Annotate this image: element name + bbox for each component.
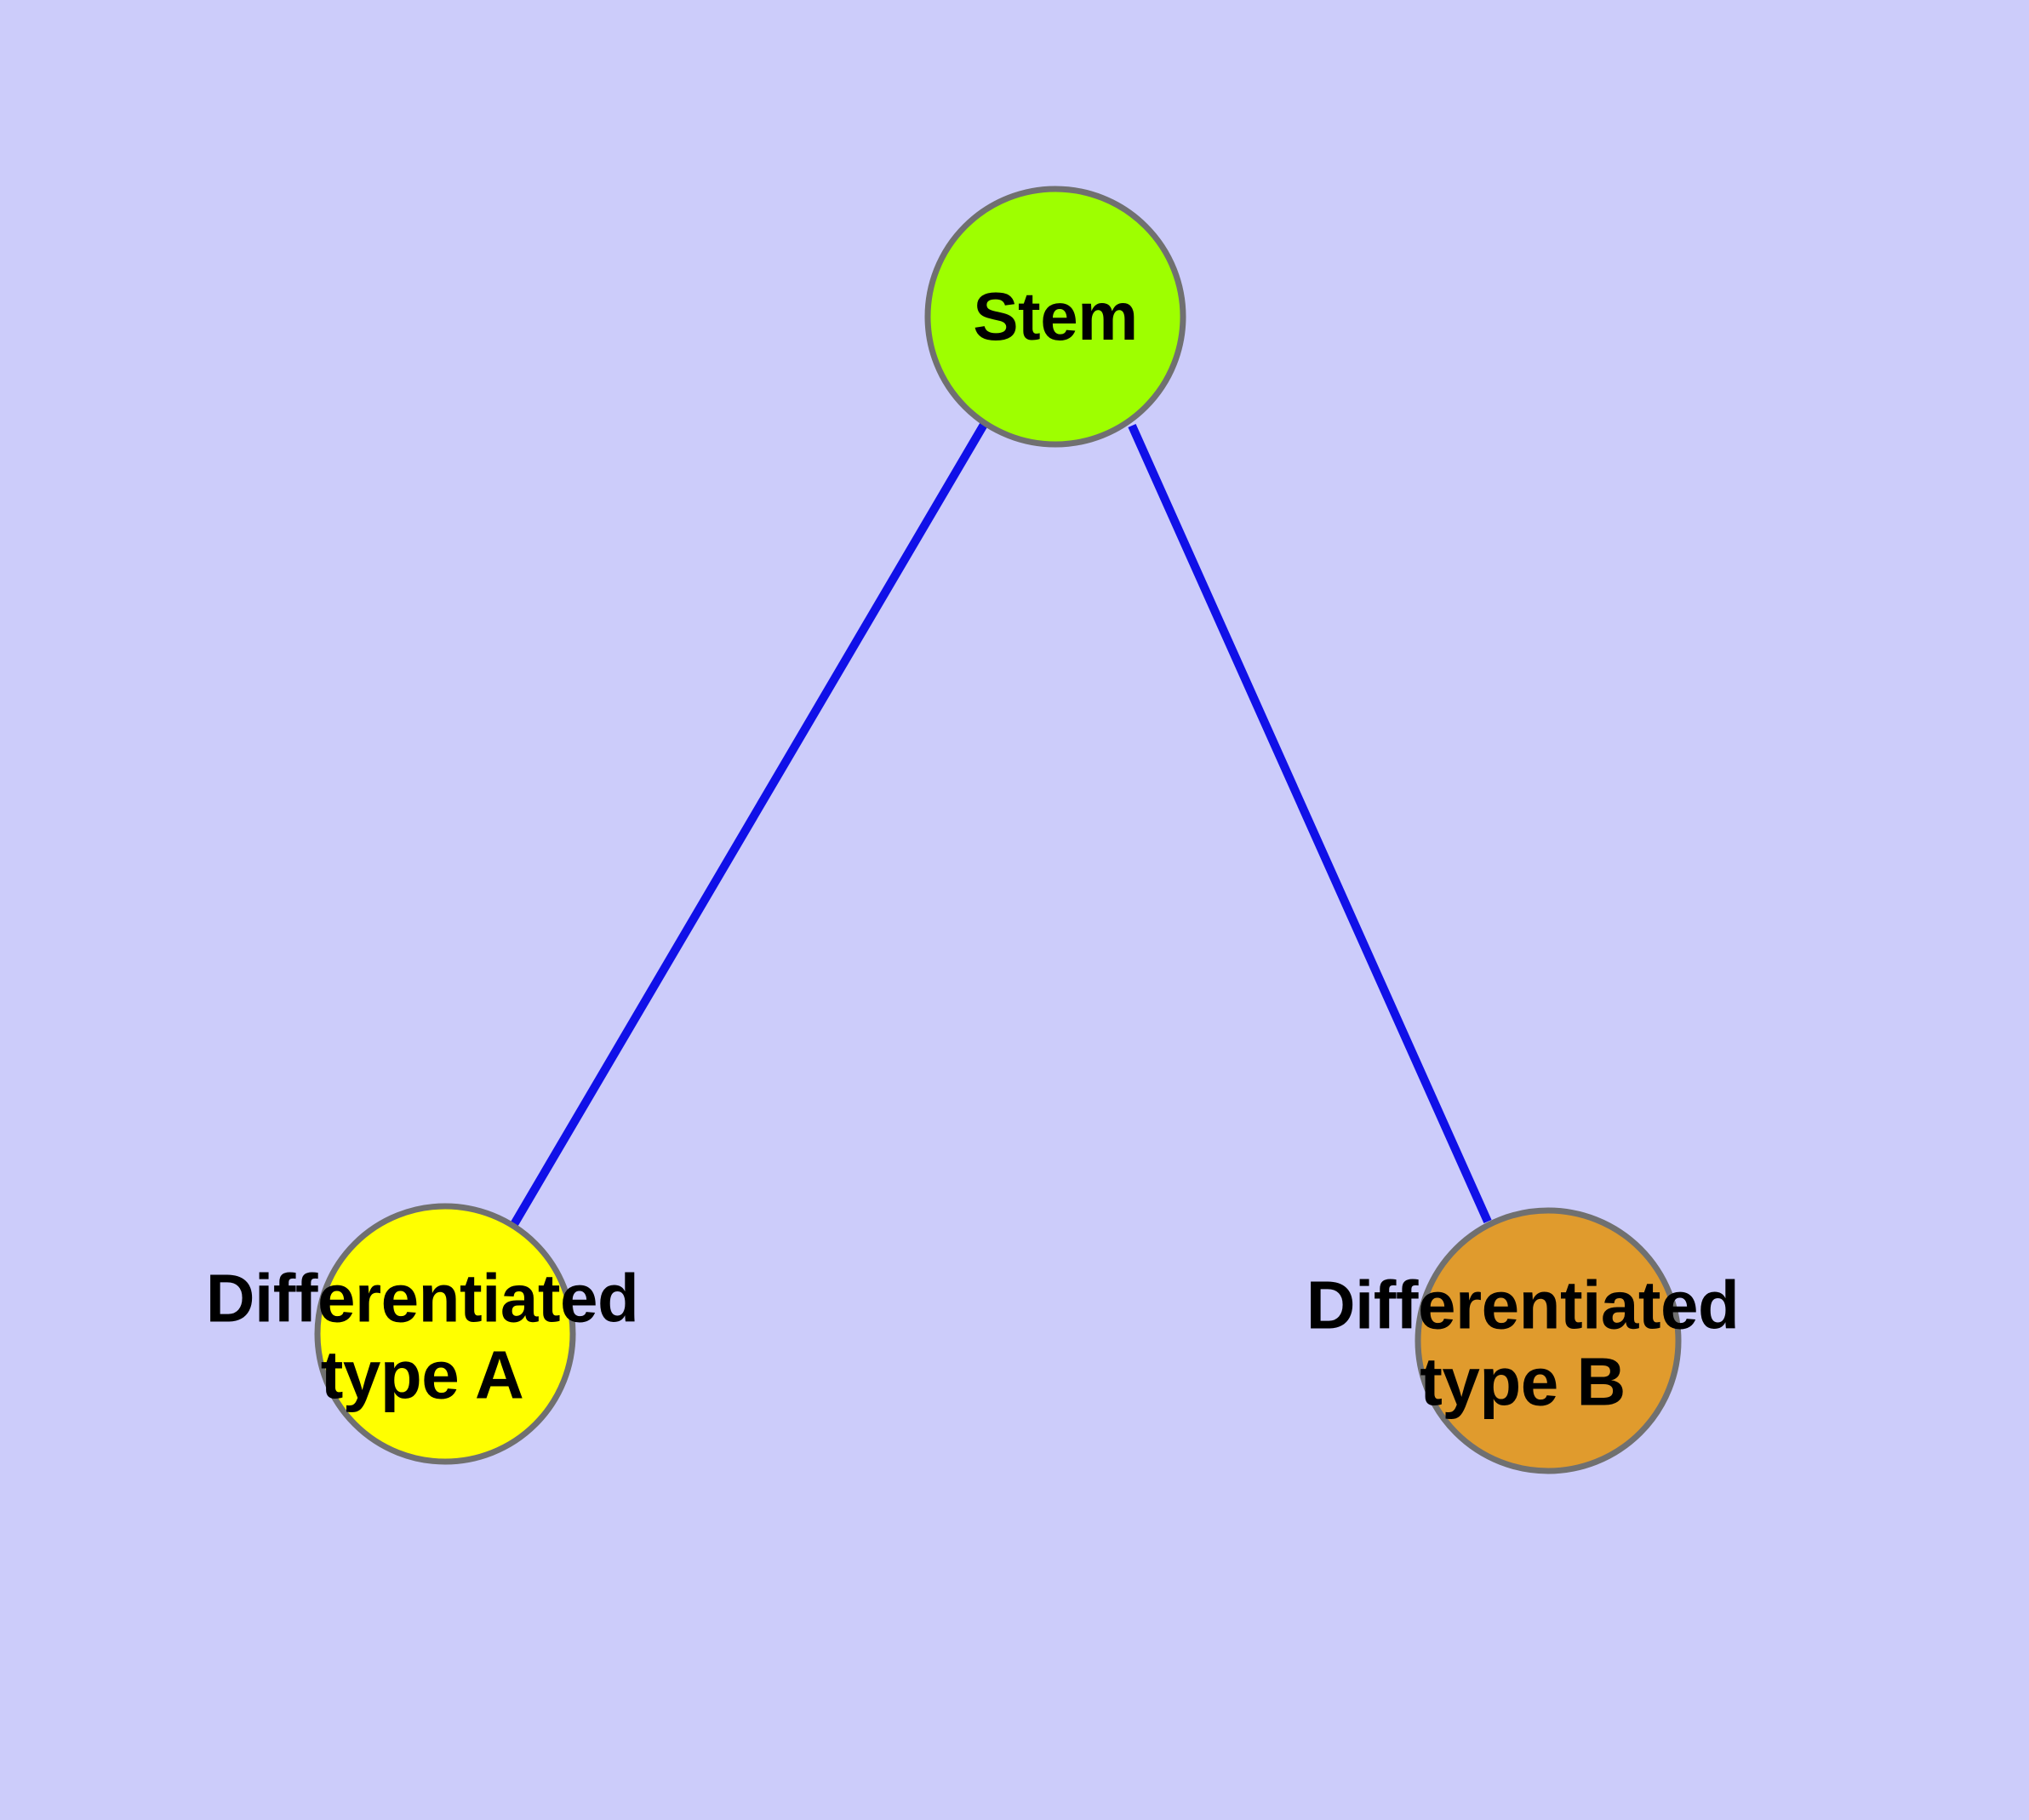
edge-layer (509, 421, 1492, 1228)
edge-stem-to-diff-b[interactable] (1128, 423, 1492, 1224)
node-differentiated-type-b[interactable] (1415, 1207, 1682, 1474)
node-layer (314, 186, 1682, 1474)
node-differentiated-type-a[interactable] (314, 1203, 576, 1465)
edge-stem-to-diff-a[interactable] (509, 421, 989, 1228)
node-stem[interactable] (924, 186, 1186, 448)
